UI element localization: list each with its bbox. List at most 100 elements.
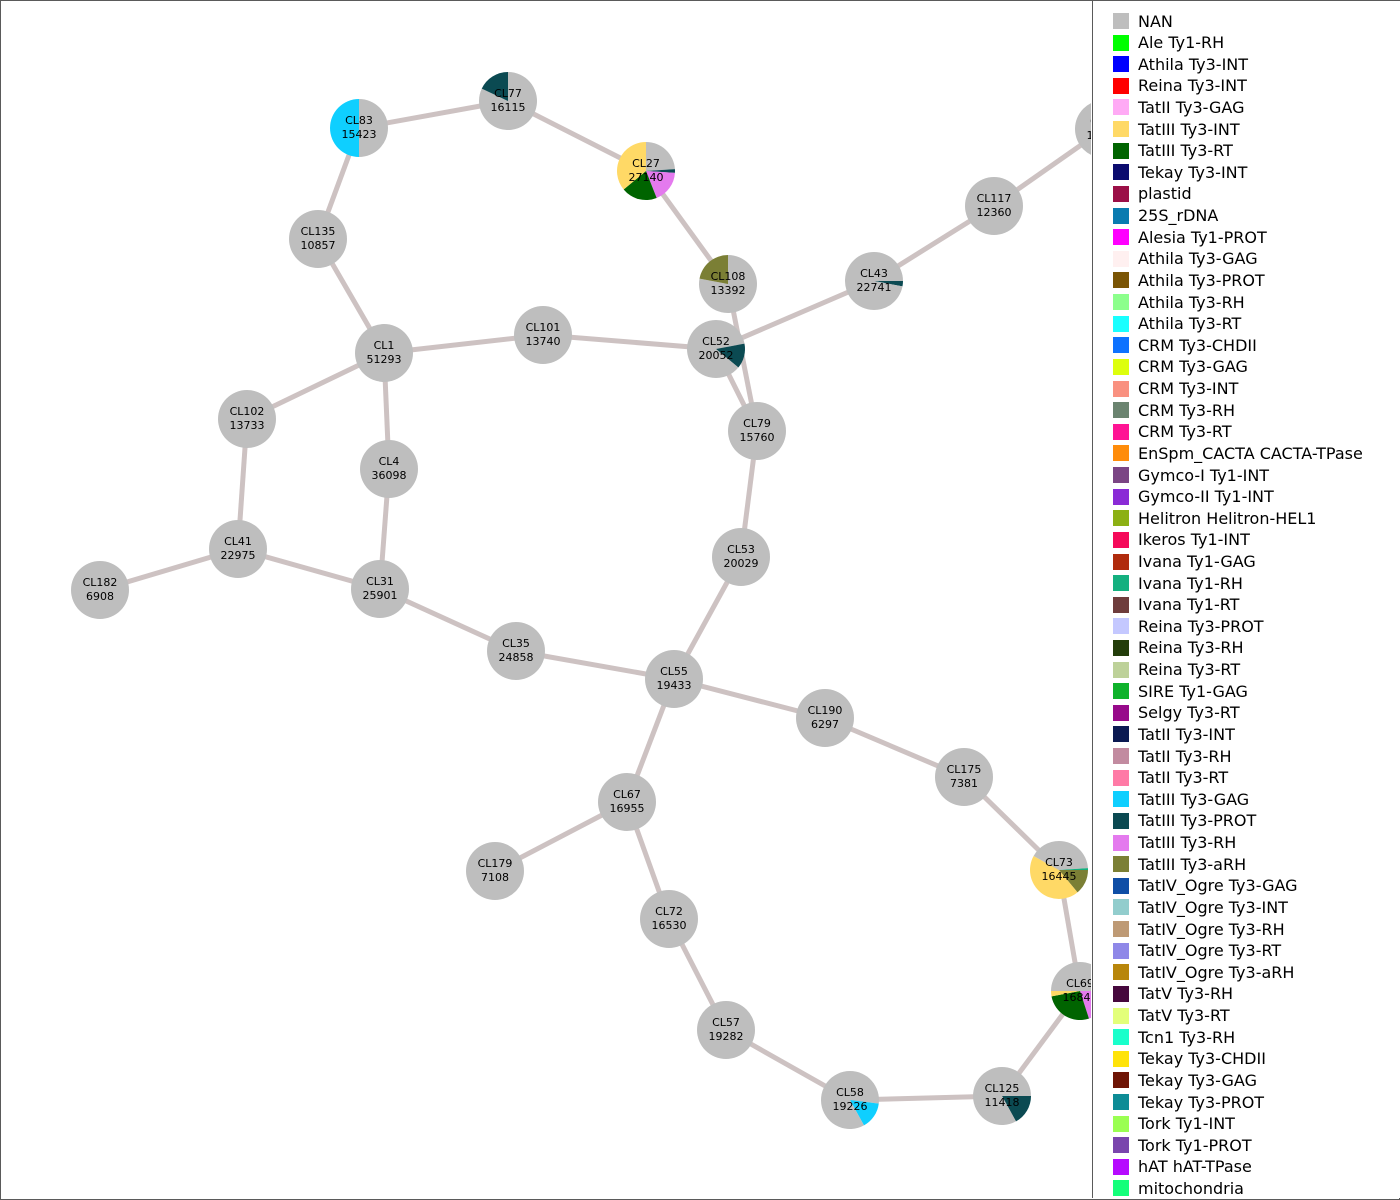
legend-item: Tork Ty1-PROT [1113,1135,1252,1155]
node-cl74: CL7416390 [1075,103,1092,155]
legend-label: Athila Ty3-RH [1138,292,1245,312]
legend-label: mitochondria [1138,1178,1244,1198]
legend-item: Tekay Ty3-GAG [1113,1070,1257,1090]
node-value-label: 19282 [709,1030,744,1043]
pie-slice [330,99,359,157]
legend-swatch [1113,1137,1129,1154]
legend-swatch [1113,315,1129,332]
legend-swatch [1113,596,1129,613]
legend-label: TatIII Ty3-aRH [1138,854,1247,874]
node-pie [640,890,698,948]
node-pie [289,210,347,268]
legend-item: Ivana Ty1-RT [1113,595,1239,615]
node-id-label: CL55 [660,665,688,678]
legend-item: CRM Ty3-RH [1113,400,1235,420]
legend-item: Tcn1 Ty3-RH [1113,1027,1235,1047]
legend-item: Reina Ty3-INT [1113,76,1247,96]
legend-label: Tekay Ty3-PROT [1138,1092,1265,1112]
node-value-label: 19226 [833,1100,868,1113]
node-id-label: CL4 [379,455,400,468]
edges-layer [99,98,1091,1103]
legend-label: Reina Ty3-RT [1138,660,1241,680]
legend-label: Gymco-I Ty1-INT [1138,465,1270,485]
pie-slice [646,169,675,173]
legend-swatch [1113,1072,1129,1089]
legend-item: Ikeros Ty1-INT [1113,530,1250,550]
legend-swatch [1113,164,1129,181]
pie-slice [623,171,657,200]
node-id-label: CL72 [655,905,683,918]
legend-label: hAT hAT-TPase [1138,1157,1252,1177]
legend-label: Reina Ty3-INT [1138,76,1247,96]
legend-swatch [1113,899,1129,916]
legend-item: TatV Ty3-RT [1113,1006,1230,1026]
legend-swatch [1113,467,1129,484]
node-pie [712,528,770,586]
legend-item: TatII Ty3-GAG [1113,97,1244,117]
legend-swatch [1113,1094,1129,1110]
legend-label: Ivana Ty1-RT [1138,595,1240,615]
legend-swatch [1113,661,1129,678]
legend-label: Alesia Ty1-PROT [1138,227,1267,247]
legend-item: TatIII Ty3-GAG [1113,789,1249,809]
legend-item: Tork Ty1-INT [1113,1114,1235,1134]
node-id-label: CL69 [1066,977,1091,990]
node-id-label: CL52 [702,335,730,348]
legend-label: TatIII Ty3-RH [1138,833,1237,853]
legend-label: Athila Ty3-GAG [1138,249,1258,269]
legend-swatch [1113,812,1129,829]
legend-swatch [1113,985,1129,1002]
node-id-label: CL1 [374,339,395,352]
pie-slice [1029,856,1078,900]
legend-swatch [1113,575,1129,592]
legend-item: Tekay Ty3-CHDII [1113,1049,1266,1069]
pie-slice [845,252,903,311]
node-value-label: 24858 [499,651,534,664]
node-value-label: 12360 [977,206,1012,219]
legend-item: SIRE Ty1-GAG [1113,681,1248,701]
node-id-label: CL77 [494,87,522,100]
node-id-label: CL73 [1045,856,1073,869]
node-value-label: 15760 [740,431,775,444]
legend-label: TatIV_Ogre Ty3-aRH [1138,962,1295,982]
pie-slice [1051,991,1080,997]
legend-swatch [1113,1029,1129,1046]
pie-slice [699,255,757,314]
legend-item: TatII Ty3-RT [1113,768,1228,788]
node-id-label: CL182 [83,576,118,589]
pie-slice [716,343,745,368]
legend-label: Helitron Helitron-HEL1 [1138,508,1317,528]
legend-item: Gymco-I Ty1-INT [1113,465,1269,485]
legend-item: Athila Ty3-RT [1113,314,1241,334]
node-id-label: CL175 [947,763,982,776]
legend-swatch [1113,358,1129,375]
legend-swatch [1113,553,1129,570]
legend-label: Tork Ty1-INT [1138,1114,1235,1134]
legend-label: TatIV_Ogre Ty3-RT [1138,941,1282,961]
legend-label: plastid [1138,184,1192,204]
node-id-label: CL27 [632,157,660,170]
legend-swatch [1113,34,1129,51]
node-id-label: CL53 [727,543,755,556]
legend-label: CRM Ty3-INT [1138,379,1239,399]
legend-item: Athila Ty3-INT [1113,54,1248,74]
legend-label: TatV Ty3-RT [1138,1006,1230,1026]
legend-swatch [1113,639,1129,656]
legend-item: TatII Ty3-INT [1113,724,1235,744]
legend-label: TatIII Ty3-GAG [1138,789,1250,809]
node-value-label: 20029 [724,557,759,570]
node-value-label: 13733 [230,419,265,432]
node-value-label: 16390 [1087,129,1092,142]
node-value-label: 15423 [342,128,377,141]
legend-label: EnSpm_CACTA CACTA-TPase [1138,443,1363,463]
node-pie [935,748,993,806]
legend-swatch [1113,250,1129,267]
node-value-label: 10857 [301,239,336,252]
